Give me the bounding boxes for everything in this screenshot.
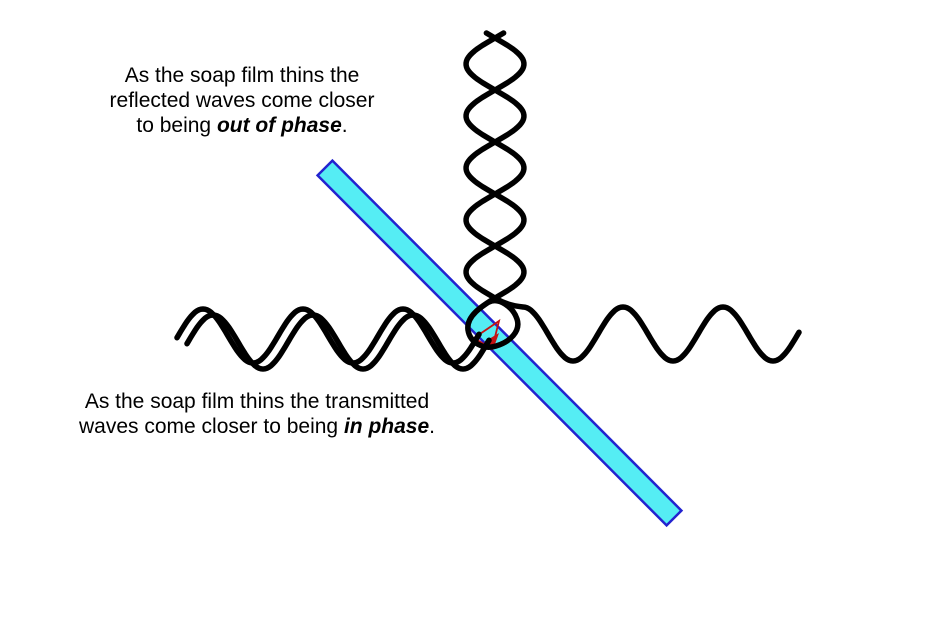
incident-wave-outer bbox=[174, 306, 482, 366]
caption-reflected-waves: As the soap film thins the reflected wav… bbox=[62, 63, 422, 138]
caption-line: to being out of phase. bbox=[136, 114, 348, 137]
film-junction-loop bbox=[465, 295, 521, 350]
caption-line: waves come closer to being in phase. bbox=[78, 415, 435, 438]
caption-transmitted-waves: As the soap film thins the transmitted w… bbox=[42, 389, 472, 439]
incident-wave-inner bbox=[184, 312, 492, 372]
reflected-wave-strand-left bbox=[463, 30, 527, 300]
emphasis-out-of-phase: out of phase bbox=[216, 114, 342, 137]
caption-line: As the soap film thins the transmitted bbox=[84, 390, 430, 413]
caption-line: reflected waves come closer bbox=[109, 89, 375, 112]
transmitted-wave bbox=[492, 295, 802, 364]
reflected-wave-strand-right bbox=[463, 30, 527, 300]
caption-line: As the soap film thins the bbox=[124, 64, 360, 87]
emphasis-in-phase: in phase bbox=[343, 415, 430, 438]
